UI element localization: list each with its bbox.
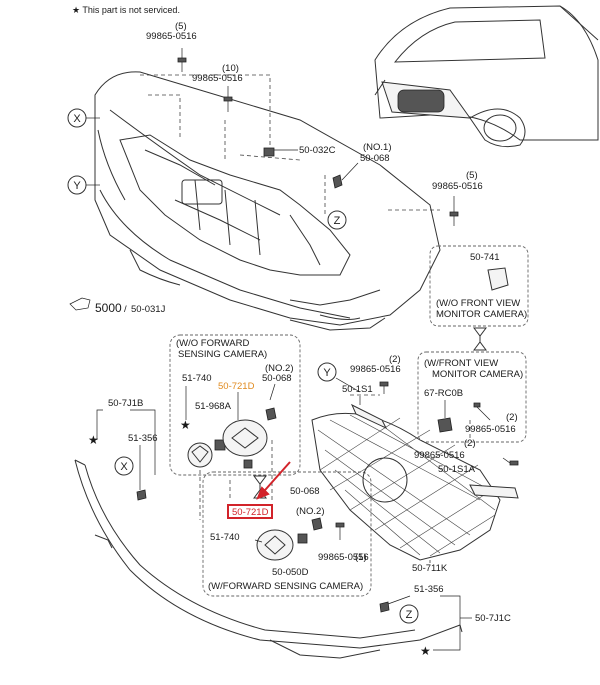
callout-grille: 50-711K bbox=[412, 563, 448, 574]
circle-label-z-bot-text: Z bbox=[406, 609, 413, 621]
callout-clip-032c: 50-032C bbox=[299, 145, 336, 156]
circle-label-y-top-text: Y bbox=[73, 180, 81, 192]
circle-label-y-mid-text: Y bbox=[323, 367, 331, 379]
circle-label-z-top-text: Z bbox=[334, 215, 341, 227]
callout-bolt-top-5-qty: (5) bbox=[175, 21, 187, 32]
bolt-grille bbox=[379, 381, 389, 387]
garnish-1s1 bbox=[350, 403, 388, 430]
callout-bolt-grille-b-qty: (2) bbox=[464, 438, 476, 449]
callout-bolt-grille-b: 99865-0516 bbox=[414, 450, 465, 461]
callout-bolt-bot: 99865-0516 bbox=[318, 552, 369, 563]
circle-label-x-bot-text: X bbox=[120, 461, 128, 473]
callout-plate-bot: 50-721D bbox=[232, 507, 269, 518]
callout-bracket-741: 50-741 bbox=[470, 252, 500, 263]
callout-bumper-sep: / bbox=[124, 304, 127, 315]
bolt-grille-b bbox=[509, 460, 519, 466]
clip-bot-a bbox=[297, 533, 308, 544]
box-wo-forward-sensing bbox=[169, 334, 301, 476]
emblem-bot bbox=[256, 529, 294, 561]
garnish-1s1a bbox=[469, 484, 519, 499]
not-serviced-star-left: ★ bbox=[88, 433, 99, 447]
clip-356-right bbox=[379, 601, 390, 613]
bumper-callout-icon bbox=[69, 297, 91, 311]
camera-rc0b bbox=[437, 417, 453, 433]
clip-032c bbox=[263, 147, 275, 157]
box-wo-forward-line2: SENSING CAMERA) bbox=[178, 349, 267, 360]
callout-clip-068-no2-top-qty: (NO.2) bbox=[265, 363, 294, 374]
callout-bolt-right-5: 99865-0516 bbox=[432, 181, 483, 192]
box-wo-front-camera bbox=[429, 245, 529, 327]
callout-bumper: 5000 bbox=[95, 301, 122, 315]
callout-bolt-right-5-qty: (5) bbox=[466, 170, 478, 181]
plate-bot-highlight bbox=[227, 504, 273, 519]
bolt-bot bbox=[335, 522, 345, 528]
callout-garnish-1s1: 50-1S1 bbox=[342, 384, 373, 395]
bracket-741 bbox=[487, 267, 509, 291]
callout-clip-068-no2-top: 50-068 bbox=[262, 373, 292, 384]
callout-base-968a: 51-968A bbox=[195, 401, 232, 412]
callout-base-050d: 50-050D bbox=[272, 567, 309, 578]
bolt-cam bbox=[473, 402, 481, 408]
callout-clip-068-no2-bot-qty: (NO.2) bbox=[296, 506, 325, 517]
box-w-front-camera-line1: (W/FRONT VIEW bbox=[424, 358, 498, 369]
callout-plate-top: 50-721D bbox=[218, 381, 255, 392]
callout-lip-7j1c: 50-7J1C bbox=[475, 613, 511, 624]
callout-bumper-2: 50-031J bbox=[131, 304, 166, 315]
bolt-top-10 bbox=[223, 86, 233, 112]
callout-garnish-1s1a: 50-1S1A bbox=[438, 464, 476, 475]
callout-rc0b: 67-RC0B bbox=[424, 388, 463, 399]
not-serviced-star-top: ★ bbox=[180, 418, 191, 432]
swap-arrow-camera bbox=[473, 327, 487, 351]
clip-068-no1 bbox=[332, 174, 343, 189]
red-arrow-pointer bbox=[256, 461, 291, 500]
callout-lip-356-right: 51-356 bbox=[414, 584, 444, 595]
callout-clip-068-no1-qty: (NO.1) bbox=[363, 142, 392, 153]
callout-bolt-top-10: 99865-0516 bbox=[192, 73, 243, 84]
emblem-top bbox=[222, 419, 268, 457]
front-grille bbox=[311, 412, 501, 561]
car-thumbnail bbox=[374, 5, 599, 148]
not-serviced-note: ★ This part is not serviced. bbox=[72, 5, 180, 15]
callout-bolt-cam-qty: (2) bbox=[506, 412, 518, 423]
clip-top-c bbox=[243, 459, 253, 469]
car-grille-highlight bbox=[397, 89, 445, 113]
callout-lip-356-left: 51-356 bbox=[128, 433, 158, 444]
callout-lip-7j1b: 50-7J1B bbox=[108, 398, 143, 409]
callout-emblem-top: 51-740 bbox=[182, 373, 212, 384]
clip-356-left bbox=[136, 489, 147, 501]
clip-top-b bbox=[265, 407, 277, 421]
box-w-forward-line1: (W/FORWARD SENSING CAMERA) bbox=[208, 581, 363, 592]
circle-label-x-top-text: X bbox=[73, 113, 81, 125]
box-w-forward-sensing bbox=[202, 471, 372, 597]
box-wo-forward-line1: (W/O FORWARD bbox=[176, 338, 249, 349]
callout-bolt-top-5: 99865-0516 bbox=[146, 31, 197, 42]
box-wo-front-camera-line1: (W/O FRONT VIEW bbox=[436, 298, 520, 309]
box-w-front-camera bbox=[417, 351, 527, 443]
bumper-bracket bbox=[181, 179, 223, 205]
callout-bolt-grille: 99865-0516 bbox=[350, 364, 401, 375]
circle-label-x-bot bbox=[114, 456, 134, 476]
circle-label-z-bot bbox=[399, 604, 419, 624]
callout-bolt-cam: 99865-0516 bbox=[465, 424, 516, 435]
clip-bot-b bbox=[311, 517, 323, 531]
box-wo-front-camera-line2: MONITOR CAMERA) bbox=[436, 309, 527, 320]
front-bumper bbox=[94, 71, 441, 331]
grille-emblem-hole bbox=[362, 457, 408, 503]
callout-bolt-top-10-qty: (10) bbox=[222, 63, 239, 74]
callout-clip-068-no2-bot: 50-068 bbox=[290, 486, 320, 497]
not-serviced-star-right: ★ bbox=[420, 644, 431, 658]
bolt-top-5 bbox=[177, 48, 187, 72]
callout-bolt-grille-qty: (2) bbox=[389, 354, 401, 365]
bolt-right-5 bbox=[449, 196, 459, 226]
box-w-front-camera-line2: MONITOR CAMERA) bbox=[432, 369, 523, 380]
callout-emblem-bot: 51-740 bbox=[210, 532, 240, 543]
emblem-ring-top bbox=[187, 442, 213, 468]
circle-label-y-mid bbox=[317, 362, 337, 382]
callout-bolt-bot-qty: (5) bbox=[355, 552, 367, 563]
circle-label-z-top bbox=[327, 210, 347, 230]
callout-clip-068-no1: 50-068 bbox=[360, 153, 390, 164]
